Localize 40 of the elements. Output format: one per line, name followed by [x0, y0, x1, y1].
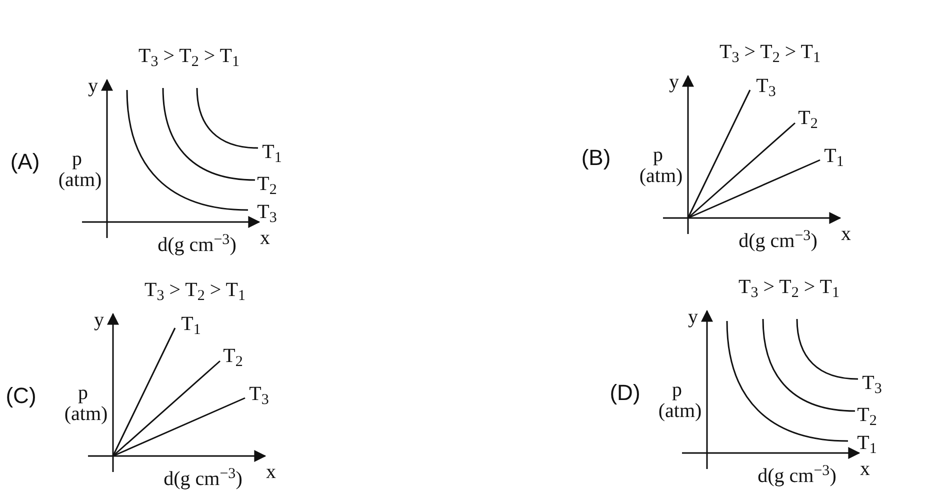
axis-label: y [88, 76, 98, 96]
curve-label: T$_{2}$ [857, 405, 877, 425]
axis-label: x [260, 228, 270, 248]
axis-label: d(g cm$^{−3}$) [738, 231, 818, 251]
curve-label: T$_{2}$ [257, 174, 277, 194]
curve-label: T$_{3}$ [756, 76, 776, 96]
curve-label: T$_{1}$ [181, 314, 201, 334]
axis-label: x [266, 462, 276, 482]
axis-label: p [72, 149, 82, 169]
axis-label: d(g cm$^{−3}$) [164, 469, 242, 489]
axis-label: x [841, 224, 851, 244]
axis-unit: (atm) [58, 170, 102, 190]
temperature-order: T$_{3}$ > T$_{2}$ > T$_{1}$ [738, 277, 840, 297]
axis-label: p [78, 383, 88, 403]
panel-letter: (D) [610, 382, 640, 404]
curve-label: T$_{3}$ [862, 373, 882, 393]
curve-label: T$_{2}$ [798, 108, 818, 128]
axis-label: y [688, 307, 698, 327]
curve-label: T$_{1}$ [857, 433, 877, 453]
curve-label: T$_{2}$ [223, 346, 243, 366]
panel-letter: (B) [581, 147, 611, 169]
axis-label: p [653, 145, 663, 165]
panel-letter: (C) [6, 385, 36, 407]
axis-label: p [672, 380, 682, 400]
panel-letter: (A) [10, 151, 40, 173]
axis-unit: (atm) [64, 404, 108, 424]
axis-label: d(g cm$^{−3}$) [158, 235, 236, 255]
axis-label: d(g cm$^{−3}$) [758, 466, 836, 486]
temperature-order: T$_{3}$ > T$_{2}$ > T$_{1}$ [138, 46, 240, 66]
temperature-order: T$_{3}$ > T$_{2}$ > T$_{1}$ [144, 280, 246, 300]
curve-label: T$_{3}$ [257, 202, 277, 222]
temperature-order: T$_{3}$ > T$_{2}$ > T$_{1}$ [720, 42, 820, 62]
axis-label: y [669, 72, 679, 92]
curve-label: T$_{1}$ [824, 146, 844, 166]
axis-label: y [94, 310, 104, 330]
axis-unit: (atm) [639, 166, 683, 186]
axis-label: x [860, 459, 870, 479]
curve-label: T$_{1}$ [262, 142, 282, 162]
curve-label: T$_{3}$ [249, 384, 269, 404]
axis-unit: (atm) [658, 401, 702, 421]
